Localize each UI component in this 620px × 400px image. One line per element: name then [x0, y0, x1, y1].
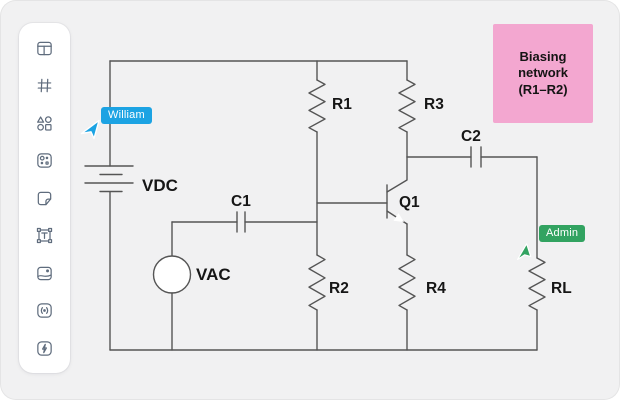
label-q1: Q1	[399, 194, 420, 211]
nametag-admin: Admin	[539, 225, 586, 242]
note-line: Biasing	[519, 48, 567, 64]
sticky-note-icon	[37, 191, 52, 205]
label-r2: R2	[329, 280, 349, 297]
layout-icon	[37, 41, 52, 55]
tool-image-button[interactable]	[32, 260, 58, 286]
widgets-icon	[37, 153, 52, 168]
emitter-arrow	[393, 213, 404, 222]
resistor-r4[interactable]	[398, 254, 416, 351]
cursor-william	[80, 119, 102, 146]
capacitor-c1[interactable]	[171, 211, 318, 233]
note-line: (R1–R2)	[518, 81, 568, 97]
tool-text-box-button[interactable]	[32, 223, 58, 249]
nametag-william: William	[101, 107, 152, 124]
code-icon	[37, 303, 52, 318]
label-vdc: VDC	[142, 176, 178, 195]
resistor-rl[interactable]	[528, 156, 546, 351]
resistor-r3[interactable]	[398, 60, 416, 158]
label-c2: C2	[461, 128, 481, 145]
label-r1: R1	[332, 96, 352, 113]
text-box-icon	[36, 227, 53, 244]
tool-layout-button[interactable]	[32, 35, 58, 61]
toolbar-sidebar	[19, 23, 70, 373]
note-line: network	[518, 65, 568, 81]
cursor-arrow-icon	[517, 243, 532, 260]
shapes-icon	[37, 115, 52, 131]
tool-sticky-note-button[interactable]	[32, 185, 58, 211]
tool-grid-button[interactable]	[32, 73, 58, 99]
resistor-r1[interactable]	[308, 60, 326, 133]
label-r3: R3	[424, 96, 444, 113]
resistor-r2[interactable]	[308, 254, 326, 351]
tool-code-button[interactable]	[32, 298, 58, 324]
zap-icon	[37, 340, 52, 356]
label-rl: RL	[551, 280, 572, 297]
cursor-admin	[516, 243, 534, 266]
image-icon	[37, 266, 52, 280]
sticky-note-biasing[interactable]: Biasing network (R1–R2)	[493, 24, 593, 123]
tool-widgets-button[interactable]	[32, 148, 58, 174]
tool-actions-button[interactable]	[32, 335, 58, 361]
label-c1: C1	[231, 193, 251, 210]
label-r4: R4	[426, 280, 446, 297]
label-vac: VAC	[196, 265, 231, 284]
grid-icon	[37, 78, 52, 93]
capacitor-c2[interactable]	[406, 146, 538, 168]
cursor-arrow-icon	[80, 119, 100, 140]
tool-shapes-button[interactable]	[32, 110, 58, 136]
battery-vdc[interactable]	[84, 165, 134, 193]
transistor-q1[interactable]	[386, 156, 408, 256]
source-vac[interactable]	[152, 221, 192, 351]
